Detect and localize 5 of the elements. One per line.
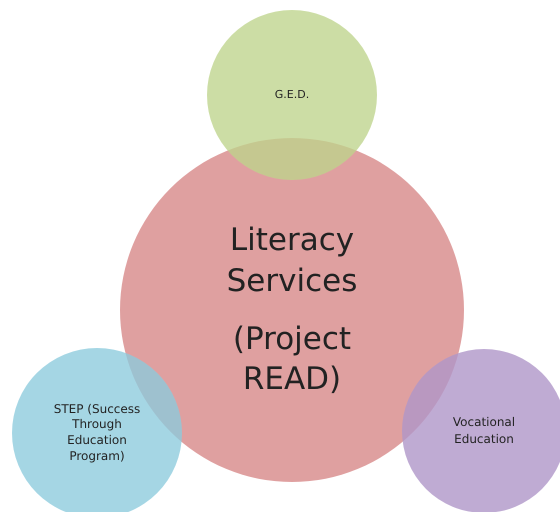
circle-title: Literacy Services <box>226 221 358 301</box>
circle-subtitle: (Project READ) <box>232 320 352 400</box>
circle-label: STEP (Success Through Education Program) <box>52 402 142 464</box>
circle-label: G.E.D. <box>274 88 310 102</box>
circle-label: Vocational Education <box>452 414 516 448</box>
